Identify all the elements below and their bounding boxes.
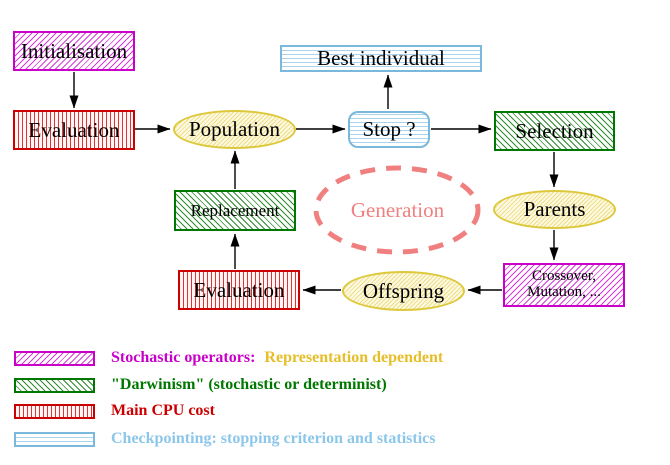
arrow-lines bbox=[69, 72, 559, 295]
legend-label-checkpointing: Checkpointing: stopping criterion and st… bbox=[111, 430, 436, 447]
legend-swatch-red-stripes bbox=[14, 403, 95, 419]
legend-label-representation: Representation dependent bbox=[264, 349, 444, 366]
crossover-line1: Crossover, bbox=[532, 268, 596, 285]
legend-label-stochastic: Stochastic operators: bbox=[111, 349, 256, 366]
node-parents: Parents bbox=[493, 190, 616, 229]
node-initialisation: Initialisation bbox=[13, 31, 135, 71]
legend-swatch-green-hatch bbox=[14, 377, 95, 393]
node-stop: Stop ? bbox=[348, 111, 430, 148]
legend-label-cpu: Main CPU cost bbox=[111, 402, 215, 419]
legend-swatch-cyan-lines bbox=[14, 431, 95, 447]
node-offspring: Offspring bbox=[342, 271, 465, 311]
generation-label: Generation bbox=[350, 198, 445, 222]
node-population: Population bbox=[173, 110, 296, 149]
node-crossover-mutation: Crossover, Mutation, ... bbox=[503, 263, 625, 307]
node-evaluation-bottom: Evaluation bbox=[178, 270, 300, 310]
legend-row-cpu: Main CPU cost bbox=[14, 402, 215, 420]
node-selection: Selection bbox=[494, 111, 615, 151]
legend-row-darwinism: "Darwinism" (stochastic or determinist) bbox=[14, 376, 387, 394]
crossover-line2: Mutation, ... bbox=[527, 284, 601, 300]
node-evaluation-top: Evaluation bbox=[13, 110, 135, 150]
legend-row-stochastic: Stochastic operators: Representation dep… bbox=[14, 349, 443, 367]
legend-label-darwinism: "Darwinism" (stochastic or determinist) bbox=[111, 376, 387, 393]
node-best-individual: Best individual bbox=[280, 45, 482, 72]
node-replacement: Replacement bbox=[174, 190, 296, 231]
legend-swatch-magenta-hatch bbox=[14, 350, 95, 366]
legend-row-checkpointing: Checkpointing: stopping criterion and st… bbox=[14, 430, 435, 448]
